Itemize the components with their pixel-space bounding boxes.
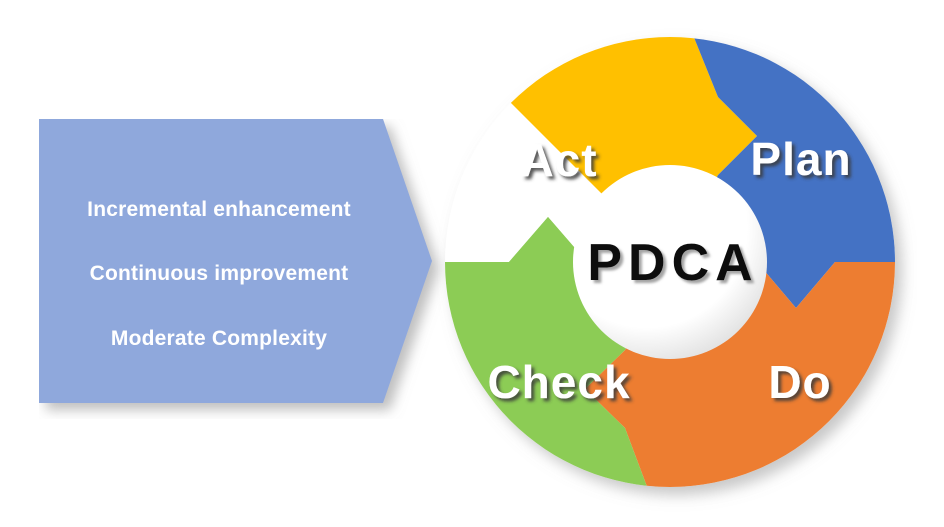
segment-label-do: Do	[768, 356, 831, 408]
segment-check-chevron	[509, 217, 670, 262]
wheel-center-label: PDCA	[587, 234, 758, 292]
pdca-cycle-wheel: Act Plan Check Do PDCA	[437, 18, 917, 518]
segment-label-act: Act	[520, 134, 597, 186]
segment-label-plan: Plan	[750, 133, 851, 185]
callout-arrow-box: Incremental enhancement Continuous impro…	[39, 119, 432, 403]
callout-line-3: Moderate Complexity	[111, 327, 327, 350]
wheel-hub	[573, 165, 767, 359]
segment-label-check: Check	[487, 356, 630, 408]
callout-shape	[39, 119, 432, 403]
callout-line-1: Incremental enhancement	[87, 198, 351, 221]
callout-line-2: Continuous improvement	[90, 262, 349, 285]
